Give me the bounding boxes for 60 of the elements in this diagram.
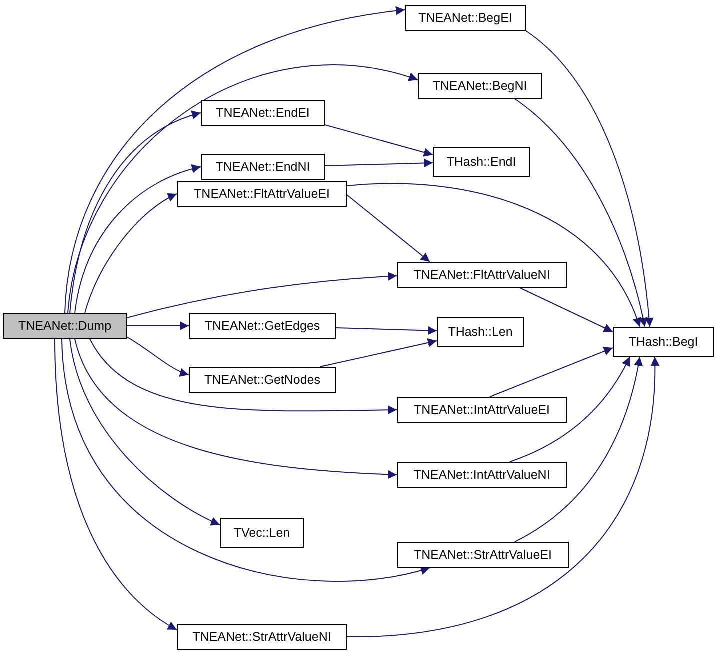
arrow	[90, 338, 398, 415]
arrow	[68, 64, 418, 314]
function-box	[189, 313, 336, 339]
arrow	[490, 347, 614, 398]
arrow	[510, 356, 630, 462]
function-name: TNEANet::FltAttrValueNI	[414, 268, 550, 282]
function-box	[177, 181, 347, 207]
function-box	[397, 397, 567, 423]
arrow	[346, 356, 660, 638]
function-box	[397, 462, 567, 488]
arrow	[126, 272, 398, 318]
arrow	[126, 336, 190, 376]
function-name: TVec::Len	[234, 526, 290, 540]
arrow	[346, 194, 430, 262]
function-name: THash::BegI	[628, 335, 698, 349]
arrow	[84, 194, 178, 314]
arrow	[324, 124, 434, 157]
function-box	[418, 73, 542, 99]
arrow	[70, 111, 202, 314]
function-box	[433, 147, 530, 177]
arrow	[514, 98, 648, 328]
function-name: TNEANet::BegEI	[418, 11, 512, 25]
function-box	[397, 542, 569, 568]
function-box	[189, 367, 336, 393]
function-box	[397, 262, 567, 288]
function-name: TNEANet::GetEdges	[204, 319, 320, 333]
function-box	[437, 317, 524, 347]
function-name: TNEANet::Dump	[18, 319, 112, 333]
function-name: TNEANet::StrAttrValueEI	[414, 548, 552, 562]
function-name: TNEANet::IntAttrValueNI	[414, 468, 550, 482]
function-box	[3, 313, 127, 339]
function-box	[201, 154, 325, 180]
function-box	[220, 518, 304, 548]
arrow	[62, 338, 430, 582]
arrow	[54, 338, 178, 630]
function-name: TNEANet::IntAttrValueEI	[414, 403, 550, 417]
arrow	[520, 288, 614, 332]
arrow	[526, 30, 654, 328]
arrow	[336, 326, 438, 336]
function-box	[613, 327, 714, 357]
arrow	[346, 183, 641, 328]
arrow	[324, 158, 434, 168]
arrow	[514, 356, 643, 542]
arrow	[320, 338, 438, 368]
arrow	[126, 322, 190, 330]
arrow	[74, 164, 202, 314]
function-name: TNEANet::EndEI	[216, 106, 310, 120]
function-box	[201, 100, 325, 126]
function-name: TNEANet::BegNI	[432, 79, 528, 93]
arrow	[74, 338, 398, 480]
arrow	[64, 6, 406, 314]
function-box	[405, 5, 526, 31]
function-name: TNEANet::EndNI	[216, 160, 310, 174]
function-name: THash::EndI	[446, 155, 516, 169]
function-name: THash::Len	[448, 325, 513, 339]
arrow	[70, 338, 220, 526]
function-name: TNEANet::GetNodes	[204, 373, 320, 387]
function-name: TNEANet::StrAttrValueNI	[192, 630, 332, 644]
function-box	[177, 624, 347, 650]
function-name: TNEANet::FltAttrValueEI	[194, 187, 330, 201]
